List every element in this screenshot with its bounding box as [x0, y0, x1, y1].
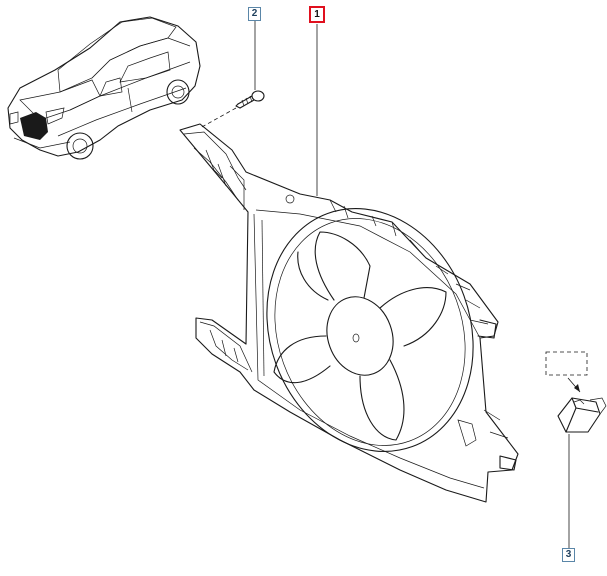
callout-bolt-label: 2 — [251, 8, 258, 19]
callout-connector-label: 3 — [565, 549, 572, 560]
reference-box-dashed — [545, 351, 588, 376]
callout-fan-assembly-label: 1 — [314, 8, 320, 20]
reference-car-illustration — [7, 16, 201, 160]
callout-connector[interactable]: 3 — [562, 548, 575, 562]
connector-arrow-head — [574, 384, 580, 392]
connector-illustration — [557, 397, 607, 433]
bolt-illustration — [235, 90, 265, 109]
callout-bolt[interactable]: 2 — [248, 7, 261, 21]
callout-fan-assembly[interactable]: 1 — [309, 6, 325, 23]
fan-shroud-illustration — [179, 123, 519, 503]
bolt-axis-line — [199, 107, 237, 129]
